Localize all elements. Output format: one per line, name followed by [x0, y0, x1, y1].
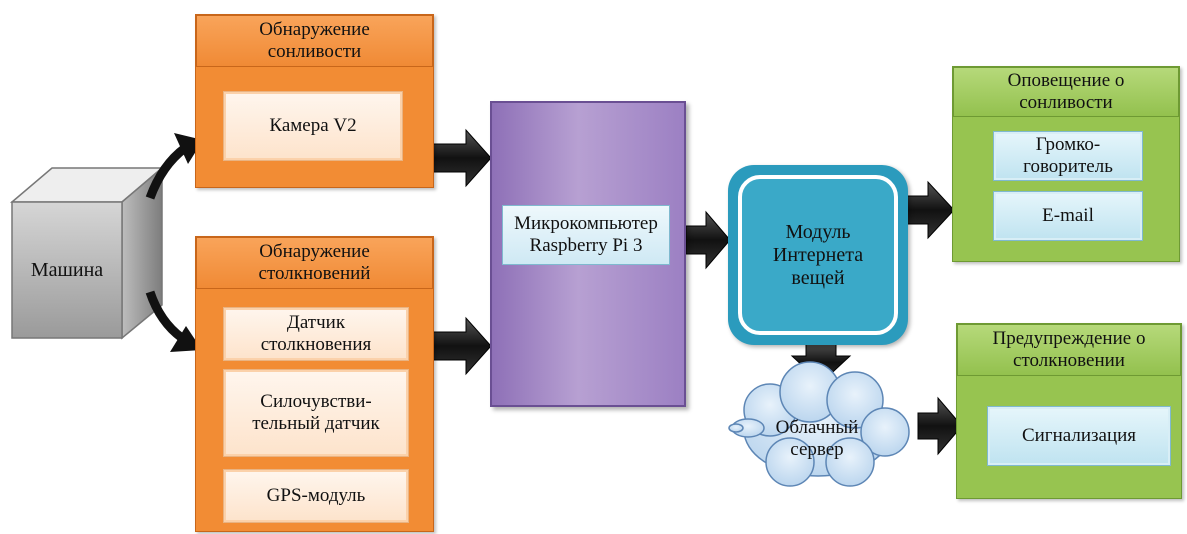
machine-label: Машина — [30, 258, 104, 281]
email: E-mail — [993, 191, 1143, 241]
iot-module: Модуль Интернета вещей — [728, 165, 908, 345]
cloud-shape — [728, 361, 910, 487]
arrow-camera-to-pi — [431, 128, 492, 188]
microcomputer-label: Микрокомпьютер Raspberry Pi 3 — [502, 205, 670, 265]
arrow-machine-to-collision — [145, 290, 202, 352]
collision-warning-title: Предупреждение о столкновении — [957, 324, 1181, 376]
gps-module: GPS-модуль — [223, 469, 409, 523]
collision-detection-group: Обнаружение столкновений Датчик столкнов… — [195, 236, 434, 532]
collision-detection-title: Обнаружение столкновений — [196, 237, 433, 289]
drowsiness-alert-group: Оповещение о сонливости Громко- говорите… — [952, 66, 1180, 262]
drowsiness-detection-title: Обнаружение сонливости — [196, 15, 433, 67]
drowsiness-alert-title: Оповещение о сонливости — [953, 67, 1179, 117]
drowsiness-detection-group: Обнаружение сонливости Камера V2 — [195, 14, 434, 188]
arrow-collision-to-pi — [431, 316, 492, 376]
loudspeaker: Громко- говоритель — [993, 131, 1143, 181]
force-sensor: Силочувстви- тельный датчик — [223, 369, 409, 457]
arrow-iot-to-alert — [905, 180, 955, 240]
alarm: Сигнализация — [987, 406, 1171, 466]
iot-module-label: Модуль Интернета вещей — [738, 175, 898, 335]
microcomputer-block: Микрокомпьютер Raspberry Pi 3 — [490, 101, 686, 407]
camera-v2: Камера V2 — [223, 91, 403, 161]
collision-warning-group: Предупреждение о столкновении Сигнализац… — [956, 323, 1182, 499]
cloud-server-label: Облачный сервер — [775, 417, 859, 460]
collision-sensor: Датчик столкновения — [223, 307, 409, 361]
arrow-cloud-to-warning — [917, 396, 963, 456]
arrow-pi-to-iot — [685, 210, 731, 270]
